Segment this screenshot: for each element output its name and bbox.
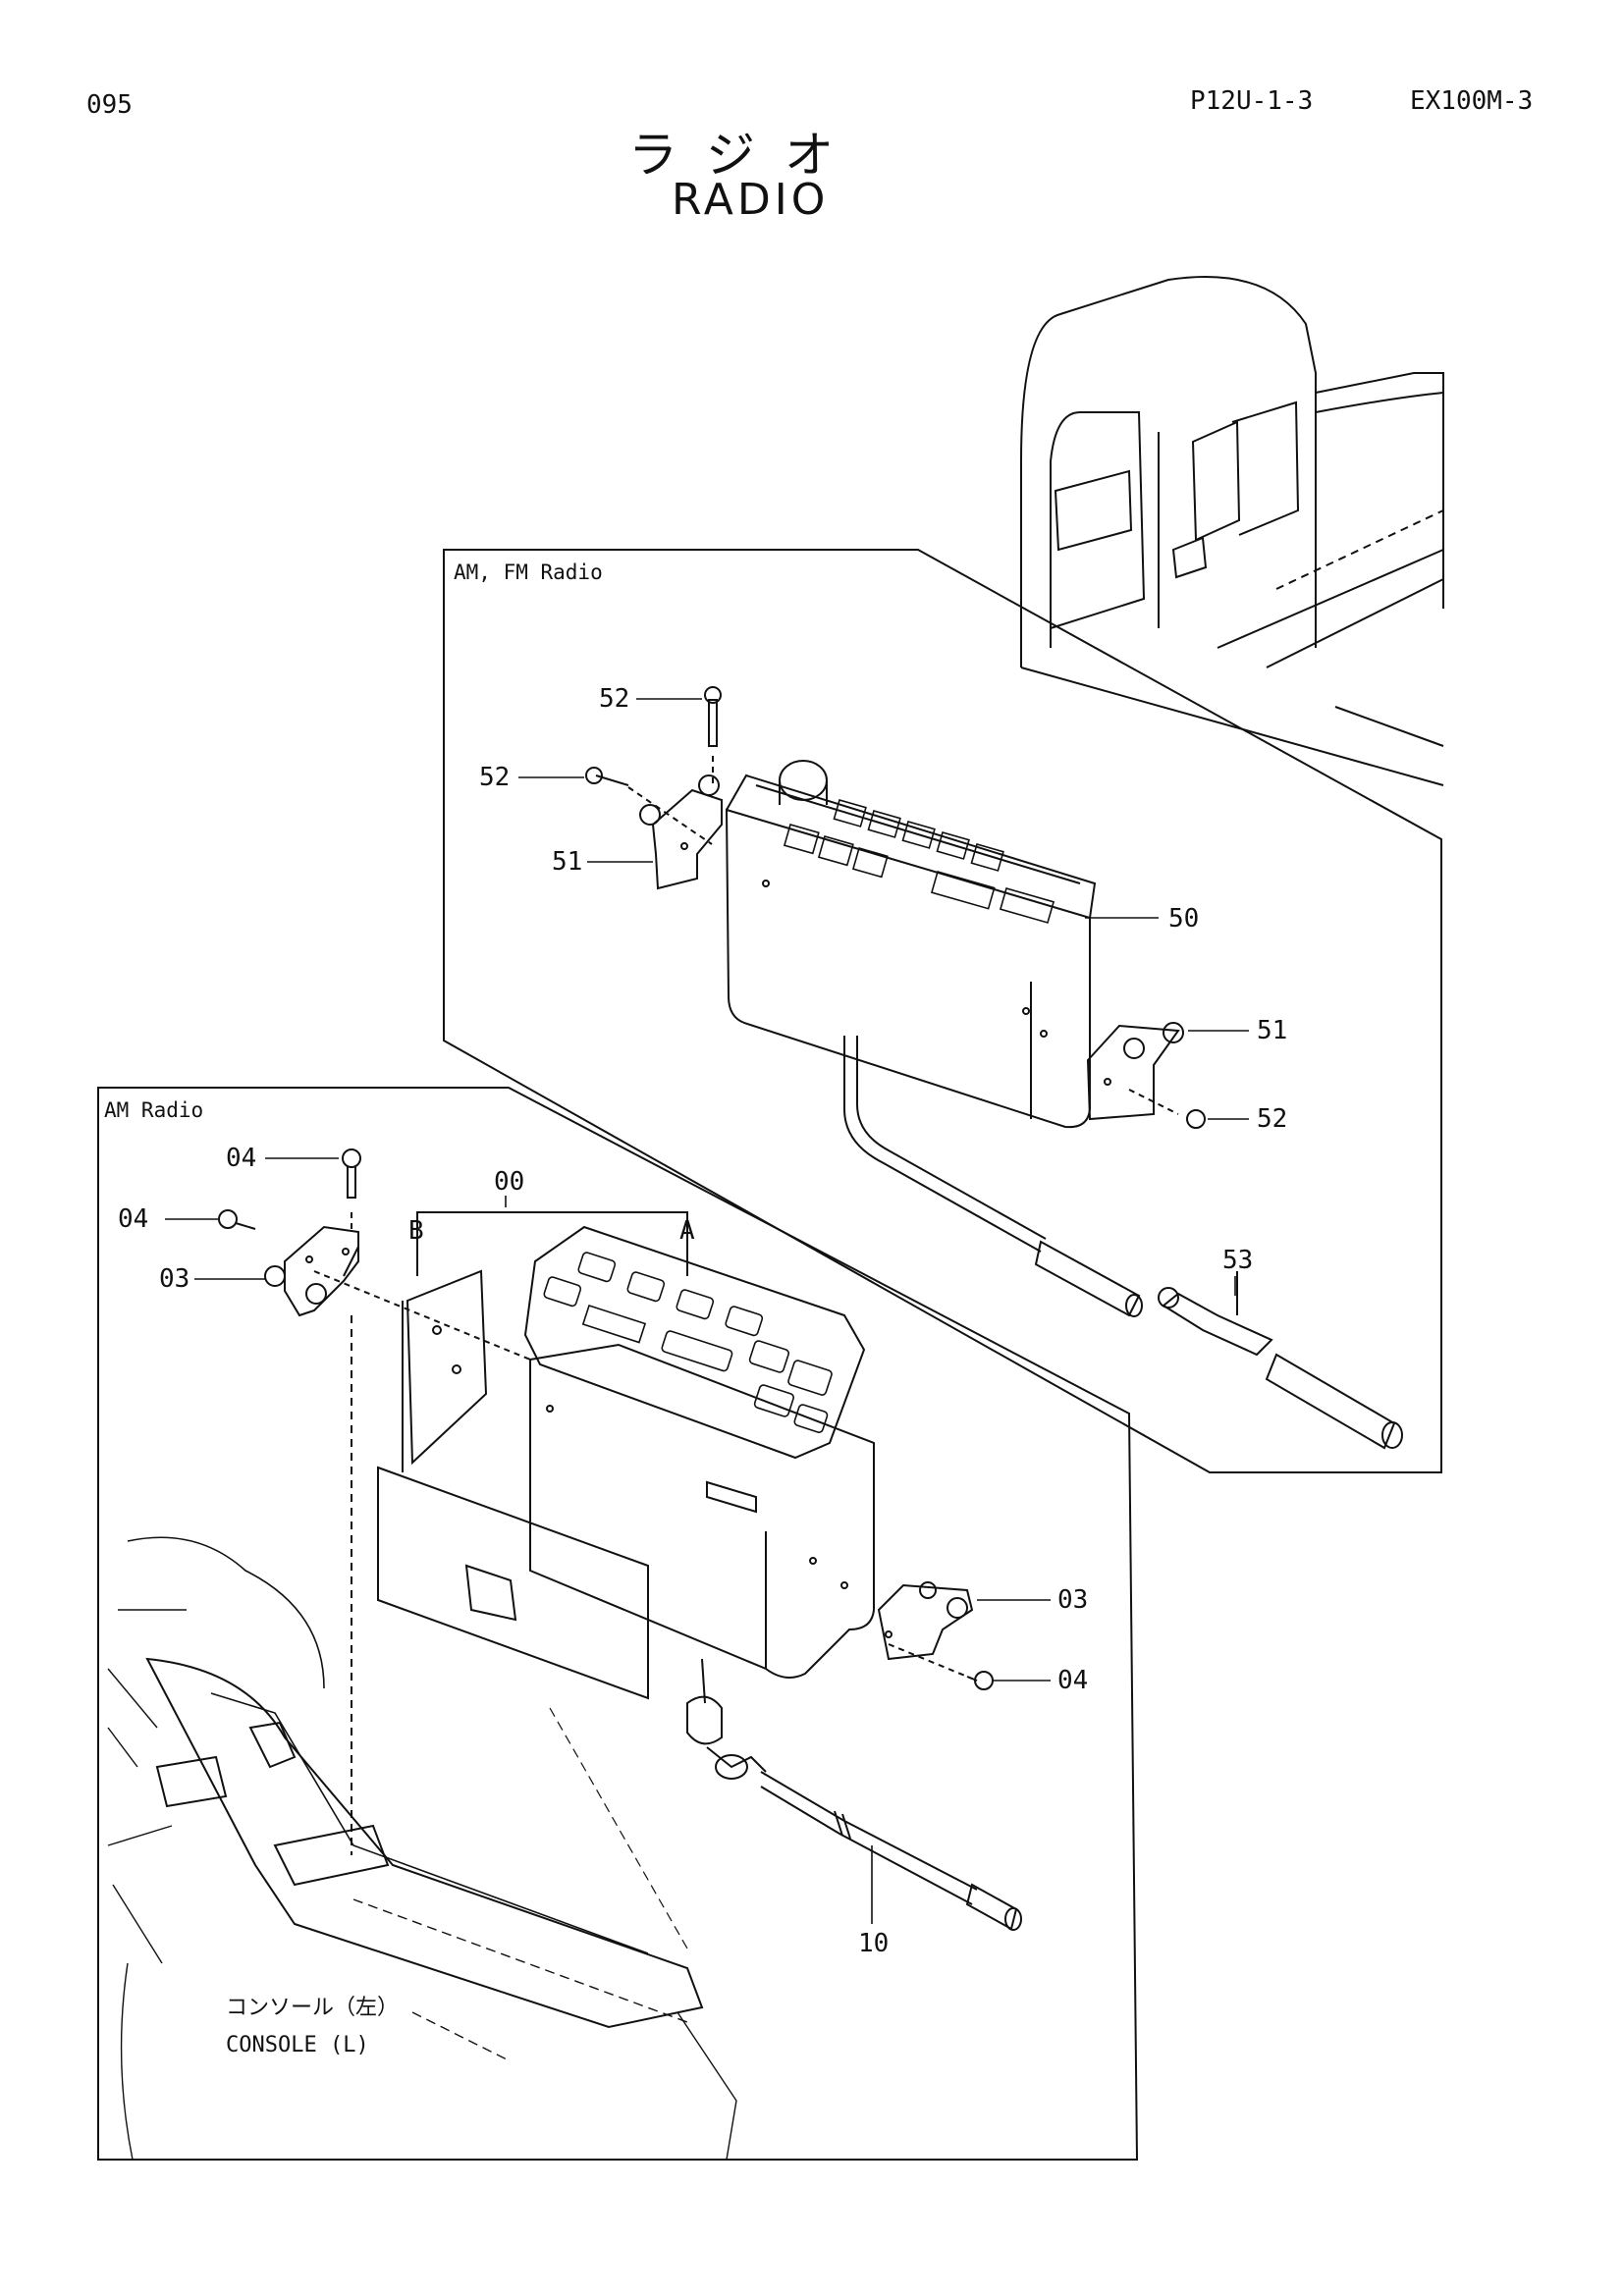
console-label-japanese: コンソール（左） — [226, 1996, 399, 2020]
am-right-bracket — [877, 1581, 974, 1661]
am-radio-body — [529, 1343, 875, 1679]
title-english: RADIO — [672, 175, 830, 225]
callout-am-fm-screw-left: 52 — [479, 763, 510, 792]
am-back-plate — [402, 1269, 488, 1472]
callout-am-fm-bracket-left: 51 — [552, 847, 582, 877]
callout-am-screw-top: 04 — [226, 1144, 256, 1173]
callout-am-bracket-right: 03 — [1057, 1585, 1088, 1615]
page-number: 095 — [86, 90, 133, 120]
callout-am-fm-radio-unit: 50 — [1168, 904, 1199, 934]
callout-am-sub-a: A — [679, 1216, 695, 1246]
excavator-cab-illustration — [1020, 276, 1444, 786]
callout-am-fm-bracket-right: 51 — [1257, 1016, 1287, 1045]
page-code: P12U-1-3 — [1190, 86, 1314, 116]
am-screw-right — [888, 1643, 994, 1690]
am-fm-panel-outline — [443, 549, 1442, 1473]
am-screw-left — [218, 1209, 531, 1361]
am-fm-panel-label: AM, FM Radio — [454, 561, 603, 584]
callout-am-antenna: 10 — [858, 1929, 889, 1958]
callout-am-screw-left: 04 — [118, 1204, 148, 1234]
console-label-english: CONSOLE (L) — [226, 2033, 369, 2057]
callout-am-sub-b: B — [408, 1216, 424, 1246]
leader-lines — [165, 698, 1249, 1924]
callout-am-screw-right: 04 — [1057, 1666, 1088, 1695]
am-screw-top — [342, 1148, 361, 1232]
callout-am-fm-antenna: 53 — [1222, 1246, 1253, 1275]
am-antenna-cable — [686, 1658, 1022, 1931]
callout-am-bracket-left: 03 — [159, 1264, 189, 1294]
am-assembly-bracket-lines — [416, 1211, 688, 1276]
am-fm-screw-right — [1128, 1089, 1206, 1129]
am-left-bracket — [264, 1225, 359, 1317]
am-fm-antenna-cable — [843, 1036, 1403, 1450]
console-left-illustration — [107, 1536, 737, 2161]
am-radio-front-panel — [523, 1225, 866, 1460]
am-fm-radio-unit — [725, 760, 1097, 1129]
model-number: EX100M-3 — [1410, 86, 1534, 116]
callout-am-assembly: 00 — [494, 1167, 524, 1197]
title-japanese: ラジオ — [628, 127, 863, 184]
am-panel-outline — [97, 1087, 1139, 2161]
am-fm-right-bracket — [1086, 1022, 1184, 1121]
callout-am-fm-screw-top: 52 — [599, 684, 629, 714]
am-fm-screw-top — [704, 686, 722, 785]
am-panel-label: AM Radio — [104, 1098, 203, 1122]
am-fm-left-bracket — [639, 774, 723, 890]
am-fm-screw-left — [585, 767, 713, 845]
callout-am-fm-screw-right: 52 — [1257, 1104, 1287, 1134]
am-face-plate — [377, 1466, 649, 1700]
